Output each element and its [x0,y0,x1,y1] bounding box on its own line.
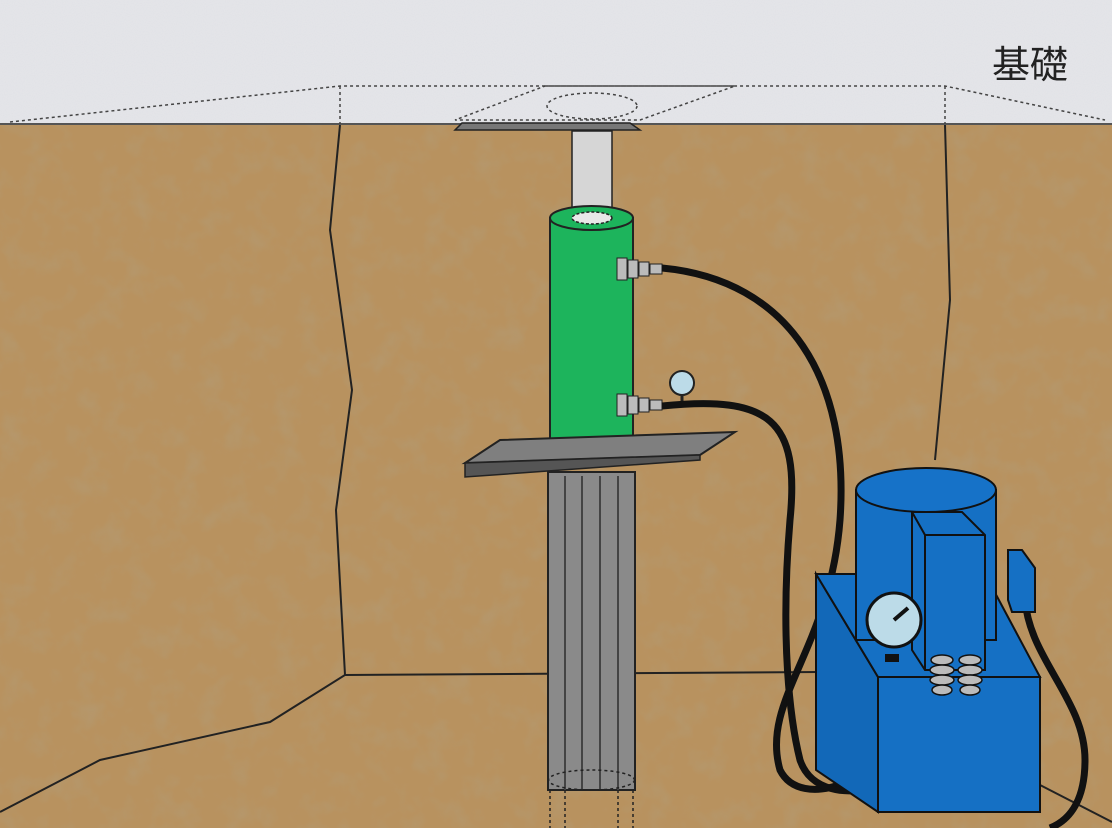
steel-pile [461,430,739,828]
foundation-label: 基礎 [991,43,1068,87]
hydraulic-pump [814,467,1042,814]
pump-hose-fittings [929,654,983,696]
foundation-slab [0,0,1112,125]
pressure-gauge-small [669,370,695,404]
hose-fitting [616,257,663,417]
pressure-gauge-icon [865,591,923,662]
